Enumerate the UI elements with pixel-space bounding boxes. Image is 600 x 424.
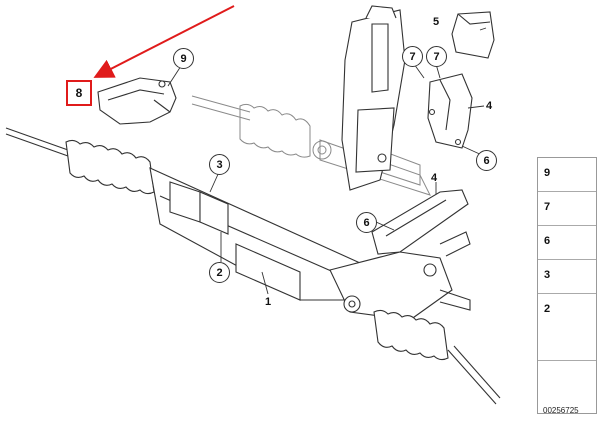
callout-7-right[interactable]: 7 [426,46,447,67]
legend-num-7: 7 [544,201,551,213]
legend-num-9: 9 [544,167,551,179]
legend-num-2: 2 [544,303,551,315]
callout-6-lower[interactable]: 6 [356,212,377,233]
legend-row-9[interactable]: 9 [538,158,596,192]
callout-4-upper[interactable]: 4 [486,100,493,112]
callout-8-text: 8 [75,86,83,100]
callout-6-upper[interactable]: 6 [476,150,497,171]
legend-row-6[interactable]: 6 [538,226,596,260]
part-5-cover [451,11,495,59]
callout-5[interactable]: 5 [433,16,440,28]
callout-7-left[interactable]: 7 [402,46,423,67]
highlight-arrow [93,5,235,78]
callout-8-highlighted[interactable]: 8 [66,80,92,106]
legend-row-7[interactable]: 7 [538,192,596,226]
legend-row-2[interactable]: 2 [538,294,596,361]
fastener-legend: 9 7 6 3 2 [537,157,597,414]
part-8-bracket [97,77,177,125]
callout-4-lower[interactable]: 4 [431,172,438,184]
legend-row-3[interactable]: 3 [538,260,596,294]
part-4-heat-shield [427,73,473,149]
main-rack-housing [5,127,501,405]
legend-num-6: 6 [544,235,551,247]
steering-valve-body [341,5,406,191]
legend-num-3: 3 [544,269,551,281]
leader-lines [167,27,487,295]
diagram-part-number: 00256725 [543,406,579,415]
callout-1[interactable]: 1 [265,296,272,308]
callout-9[interactable]: 9 [173,48,194,69]
part-4-lower-shield [371,189,469,255]
callout-3[interactable]: 3 [209,154,230,175]
callout-2[interactable]: 2 [209,262,230,283]
